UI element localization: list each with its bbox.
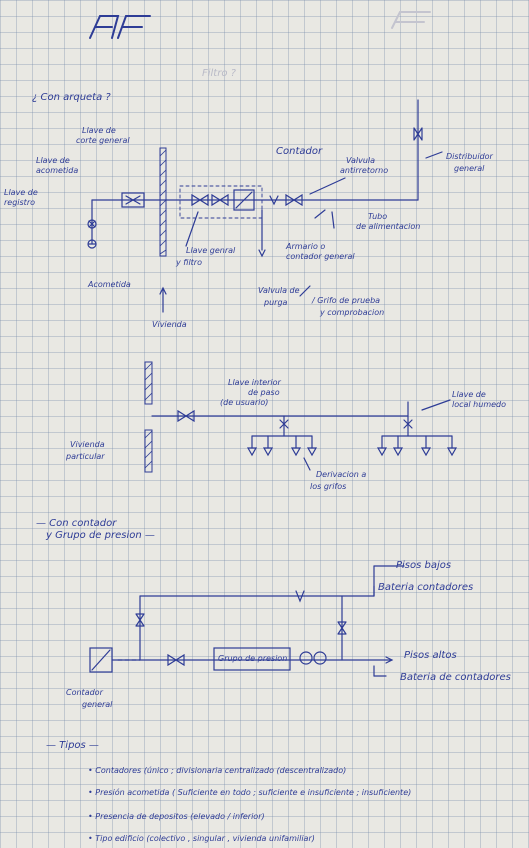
diagram-3 (89, 565, 405, 677)
label-distribuidor-1: Distribuidor (446, 152, 493, 161)
label-valvula-purga-1: Valvula de (258, 286, 300, 295)
tipos-item-2: • Presión acometida ( Suficiente en todo… (88, 788, 412, 797)
tipos-item-4: • Tipo edificio (colectivo , singular , … (88, 834, 315, 843)
heading-contador-grupo-1: — Con contador (36, 518, 117, 529)
label-vivienda-particular-2: particular (66, 452, 105, 461)
label-contador-general-2: general (82, 700, 113, 709)
label-llave-corte-general-1: Llave de (82, 126, 116, 135)
label-vivienda-particular-1: Vivienda (70, 440, 105, 449)
diagram-2 (144, 361, 458, 473)
tipos-item-3: • Presencia de depositos (elevado / infe… (88, 812, 265, 821)
label-grifo-prueba-1: / Grifo de prueba (312, 296, 381, 305)
label-llave-acometida-2: acometida (36, 166, 79, 175)
label-local-humedo-2: local humedo (452, 400, 507, 409)
label-distribuidor-2: general (454, 164, 485, 173)
label-armario-1: Armario o (286, 242, 326, 251)
label-bateria-contadores-bottom: Bateria de contadores (400, 672, 511, 683)
label-acometida: Acometida (88, 280, 131, 289)
label-contador: Contador (276, 146, 323, 157)
diagram-1 (87, 99, 443, 313)
label-grupo-presion: Grupo de presion (218, 654, 288, 663)
label-pisos-bajos: Pisos bajos (396, 560, 452, 571)
label-llave-interior-3: (de usuario) (220, 398, 269, 407)
label-valvula-antirretorno-2: antirretorno (340, 166, 389, 175)
label-contador-general-1: Contador (66, 688, 103, 697)
label-llave-general-2: y filtro (176, 258, 202, 267)
label-bateria-contadores-top: Bateria contadores (378, 582, 474, 593)
label-tubo-1: Tubo (368, 212, 388, 221)
tipos-heading: — Tipos — (46, 740, 99, 751)
label-llave-registro-1: Llave de (4, 188, 38, 197)
faint-label: Filtro ? (202, 68, 236, 79)
label-armario-2: contador general (286, 252, 355, 261)
label-llave-interior-2: de paso (248, 388, 280, 397)
label-valvula-antirretorno-1: Valvula (346, 156, 376, 165)
faint-logo (391, 11, 431, 29)
label-llave-registro-2: registro (4, 198, 35, 207)
label-valvula-purga-2: purga (264, 298, 288, 307)
label-llave-general-1: Llave genral (186, 246, 236, 255)
logo-mark (89, 15, 151, 39)
label-pisos-altos: Pisos altos (404, 650, 457, 661)
label-vivienda: Vivienda (152, 320, 187, 329)
label-grifo-prueba-2: y comprobacion (320, 308, 385, 317)
label-llave-acometida-1: Llave de (36, 156, 70, 165)
label-derivacion-2: los grifos (310, 482, 347, 491)
label-local-humedo-1: Llave de (452, 390, 486, 399)
tipos-item-1: • Contadores (único ; divisionaria centr… (88, 766, 347, 775)
heading-contador-grupo-2: y Grupo de presion — (46, 530, 155, 541)
label-tubo-2: de alimentacion (356, 222, 421, 231)
label-llave-corte-general-2: corte general (76, 136, 130, 145)
question-arqueta: ¿ Con arqueta ? (32, 92, 111, 103)
label-llave-interior-1: Llave interior (228, 378, 281, 387)
label-derivacion-1: Derivacion a (316, 470, 367, 479)
